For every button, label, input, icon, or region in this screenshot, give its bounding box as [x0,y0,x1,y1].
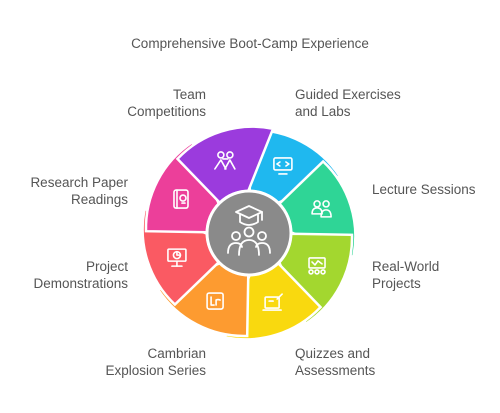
label-line: Team [172,87,206,102]
label-line: Demonstrations [33,276,128,291]
lr-app-icon [206,292,224,310]
book-icon [173,189,189,209]
label-line: Lecture Sessions [372,182,476,197]
diagram-title: Comprehensive Boot-Camp Experience [131,36,369,51]
presenters-icon [311,200,332,218]
label-guided-exercises: Guided Exercises and Labs [295,86,401,120]
graduates-icon [227,205,271,256]
label-lecture-sessions: Lecture Sessions [372,181,476,198]
code-monitor-icon [273,157,293,175]
label-line: Assessments [295,363,376,378]
label-line: Cambrian [147,346,206,361]
label-line: Quizzes and [295,346,371,361]
label-line: Competitions [127,104,206,119]
label-line: Guided Exercises [295,87,401,102]
hub-circle [205,189,293,277]
competitors-icon [214,151,236,170]
team-board-icon [308,257,326,275]
label-line: Research Paper [30,175,128,190]
laptop-pen-icon [262,293,283,311]
label-line: Project [85,259,128,274]
label-line: Explosion Series [105,363,206,378]
label-line: and Labs [295,104,351,119]
label-line: Readings [70,192,128,207]
label-line: Projects [372,276,421,291]
presentation-board-icon [167,248,187,267]
label-line: Real-World [372,259,440,274]
